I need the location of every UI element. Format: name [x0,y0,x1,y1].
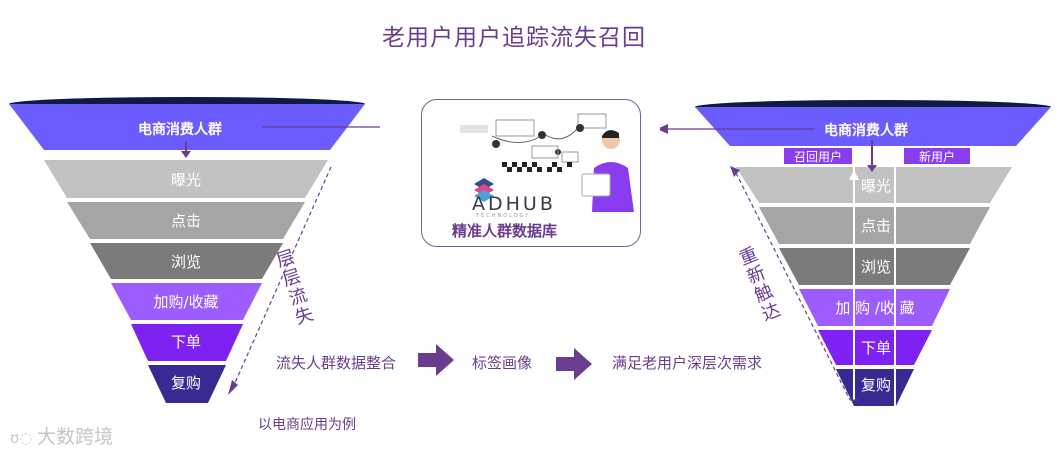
left-stage-label-4: 加购/收藏 [153,292,219,311]
card-illustration [460,113,634,212]
flow-arrow-1-icon [418,344,454,376]
right-stage-label-4: 加 购 /收 藏 [835,298,915,317]
left-stage-2 [67,202,305,239]
left-stage-label-6: 复购 [170,373,201,392]
right-stage-5 [818,330,932,365]
left-stage-label-2: 点击 [170,211,201,230]
left-stage-label-3: 浏览 [170,252,201,271]
left-stage-1 [44,160,328,198]
left-stage-label-1: 曝光 [170,170,201,189]
left-funnel [9,97,380,403]
flow-arrow-2-icon [556,348,592,380]
database-caption: 精准人群数据库 [452,222,558,240]
right-funnel [660,100,1051,406]
ui-window-4 [561,151,579,163]
ui-window-1 [495,119,535,137]
network-line-1 [491,133,545,143]
right-stage-2 [759,207,990,244]
left-top-band [9,104,365,150]
left-stage-4 [111,283,262,320]
right-stage-label-1: 曝光 [860,176,891,195]
right-to-card-arrowhead [660,124,668,134]
new-users-tag: 新用户 [904,148,970,164]
watermark-logo-icon: ʊ◌ [10,429,38,447]
right-up-arrowhead [849,170,859,180]
watermark: ʊ◌ 大数跨境 [10,422,113,449]
right-stage-label-6: 复购 [860,375,891,394]
flow-step-3: 满足老用户深层次需求 [612,354,763,372]
right-funnel-top-label: 电商消费人群 [824,123,908,139]
node-3 [576,124,584,132]
network-line-2 [543,127,579,140]
ui-bar-1 [460,125,488,133]
left-stage-label-5: 下单 [170,332,201,351]
right-stage-1 [736,167,1012,203]
flow-step-2: 标签画像 [472,354,533,372]
right-side-arrowhead [730,166,740,177]
left-stage-3 [90,243,283,279]
person-hair [602,130,619,138]
logo-layer-3 [474,190,494,202]
node-2 [538,131,546,139]
left-down-arrowhead [181,151,191,158]
flow-step-1: 流失人群数据整合 [276,354,397,372]
person-document [581,173,611,197]
right-stage-3 [779,248,970,285]
pixel-pattern [502,162,572,172]
right-down-arrowhead [867,165,877,172]
right-stage-label-2: 点击 [860,216,891,235]
right-stage-label-3: 浏览 [860,257,891,276]
right-stage-4 [799,289,950,326]
database-card: ADHUB TECHNOLOGY 精准人群数据库 [421,99,641,247]
left-side-dashed-arrow [233,166,332,386]
left-funnel-top-label: 电商消费人群 [138,122,222,138]
left-side-arrowhead [228,380,238,395]
ui-window-2 [577,113,607,129]
example-note: 以电商应用为例 [258,417,356,433]
recall-users-tag: 召回用户 [784,148,852,164]
watermark-text: 大数跨境 [37,426,114,448]
ui-window-3 [531,145,559,159]
page-title: 老用户用户追踪流失召回 [382,25,646,51]
right-stage-label-5: 下单 [860,338,891,357]
left-stage-5 [131,324,243,361]
node-1 [492,140,500,148]
right-top-band [695,107,1051,146]
brand-sub-text: TECHNOLOGY [476,213,531,219]
left-stage-6 [148,365,226,403]
right-side-dashed-arrow [735,172,851,401]
brand-logo-text: ADHUB [472,193,556,215]
